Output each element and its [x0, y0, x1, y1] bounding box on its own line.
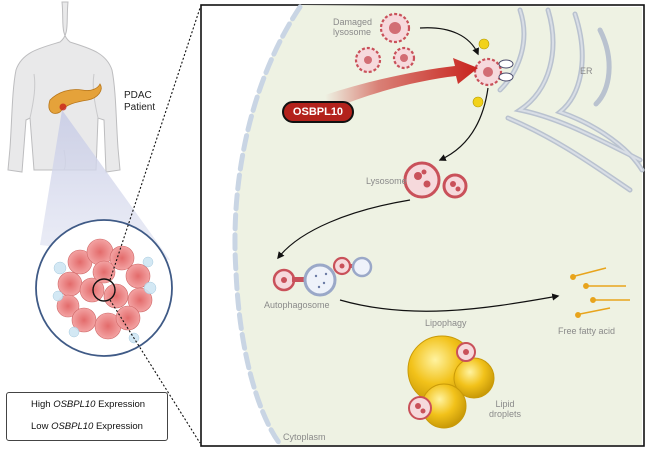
lysosome-pair: [403, 161, 468, 199]
arrow-damaged-to-er: [419, 27, 479, 56]
tumor-section: [35, 219, 173, 357]
cytoplasm-label: Cytoplasm: [283, 432, 326, 442]
er-label: ER: [580, 66, 593, 76]
zoom-cone: [40, 110, 170, 260]
damaged-lysosome-cluster: [354, 12, 416, 74]
legend: High OSBPL10 Expression Low OSBPL10 Expr…: [6, 392, 168, 441]
arrow-to-lysosome: [438, 87, 489, 161]
legend-low-label: Low OSBPL10 Expression: [31, 421, 143, 432]
osbpl10-promotion-arrow: [325, 58, 478, 110]
cell-membrane: [232, 4, 303, 447]
lipid-droplets-label: Lipid droplets: [489, 399, 522, 420]
zoom-line-bottom: [109, 299, 201, 444]
free-fatty-acid-icon: [570, 267, 630, 318]
free-fatty-acid-label: Free fatty acid: [558, 326, 616, 336]
lipid-droplets: [407, 335, 495, 429]
autophagosome: [272, 256, 373, 297]
arrow-lipophagy: [339, 293, 560, 312]
arrow-to-autophagosome: [277, 199, 411, 260]
damaged-lysosome-label: Damaged lysosome: [333, 17, 373, 38]
lysosome-label: Lysosome: [366, 176, 407, 186]
legend-high-label: High OSBPL10 Expression: [31, 399, 146, 410]
lipophagy-label: Lipophagy: [425, 318, 467, 328]
repaired-lysosome: [472, 38, 514, 108]
patient-label: PDAC Patient: [124, 90, 156, 113]
autophagosome-label: Autophagosome: [264, 300, 330, 310]
osbpl10-badge: OSBPL10: [282, 101, 354, 123]
pancreas-icon: [48, 83, 102, 114]
